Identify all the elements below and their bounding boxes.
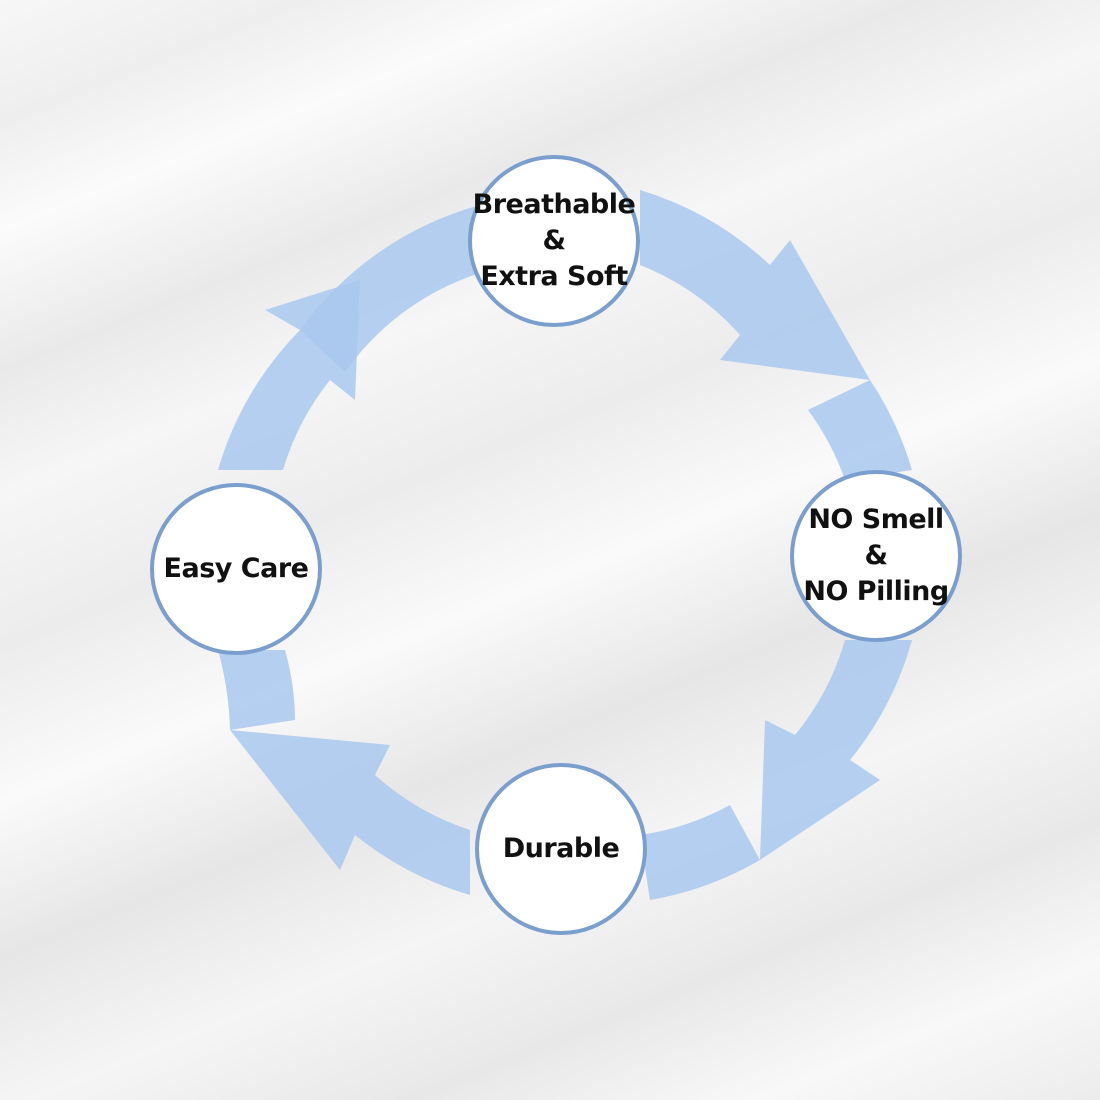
arc-left-top <box>300 205 490 372</box>
arrow-right-to-bottom <box>760 640 912 860</box>
arrow-top-to-right <box>640 190 870 380</box>
arc-left-lower <box>218 650 295 730</box>
feature-label-breathable: Breathable & Extra Soft <box>472 189 636 292</box>
feature-label-no-smell: NO Smell & NO Pilling <box>803 504 949 607</box>
arc-bottom-right <box>640 805 760 900</box>
feature-label-durable: Durable <box>502 833 620 864</box>
feature-node-easy-care: Easy Care <box>150 483 322 655</box>
feature-node-breathable: Breathable & Extra Soft <box>468 155 640 327</box>
arc-right-lower <box>808 380 912 480</box>
feature-node-no-smell: NO Smell & NO Pilling <box>790 470 962 642</box>
feature-label-easy-care: Easy Care <box>163 553 309 584</box>
arrow-bottom-to-left <box>230 730 470 895</box>
feature-node-durable: Durable <box>475 763 647 935</box>
